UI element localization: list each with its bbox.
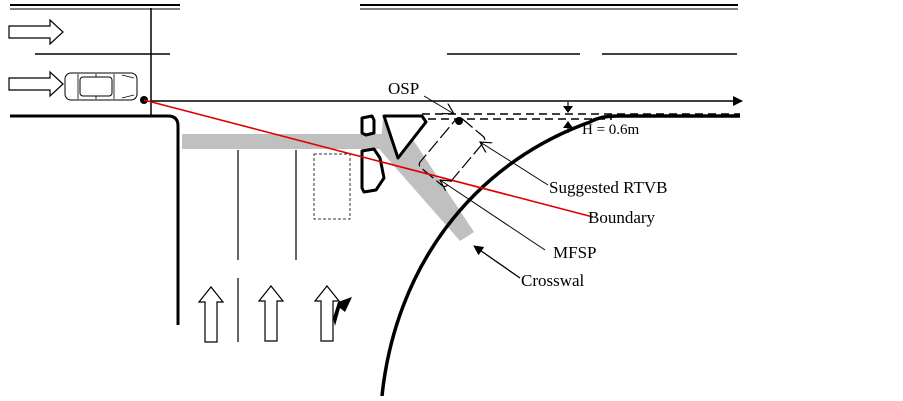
suggested-rtvb-label: Suggested RTVB — [549, 178, 667, 197]
crosswalk-leader — [473, 245, 521, 279]
lane-arrow-icon — [257, 285, 285, 342]
osp-point-marker — [455, 117, 463, 125]
top-road-edge-left — [10, 4, 180, 10]
mfsp-leader — [440, 180, 546, 251]
island-small — [360, 114, 376, 137]
right-turn-arrowhead-icon — [333, 297, 352, 326]
car-icon — [64, 72, 138, 101]
lane-arrow-icon — [197, 286, 225, 343]
lane-arrow-icon — [313, 285, 341, 342]
lane-arrow-icon — [8, 70, 64, 98]
boundary-line — [143, 99, 594, 218]
mfsp-label: MFSP — [553, 243, 596, 262]
island-lower — [360, 147, 386, 194]
boundary-label: Boundary — [588, 208, 656, 227]
crosswalk-label: Crosswal — [521, 271, 585, 290]
island-triangle — [382, 114, 428, 160]
offset-label: H = 0.6m — [582, 122, 640, 138]
crosswalk-horizontal — [182, 134, 382, 149]
rtvb-leader — [480, 142, 549, 186]
top-road-edge-right — [360, 4, 738, 10]
right-curb — [380, 114, 740, 397]
lane-arrow-icon — [8, 18, 64, 46]
osp-label: OSP — [388, 79, 419, 98]
left-curb — [10, 114, 180, 325]
dimension-arrow-icon — [563, 102, 573, 133]
waiting-zone-box — [313, 153, 351, 220]
osp-leader — [423, 95, 454, 114]
